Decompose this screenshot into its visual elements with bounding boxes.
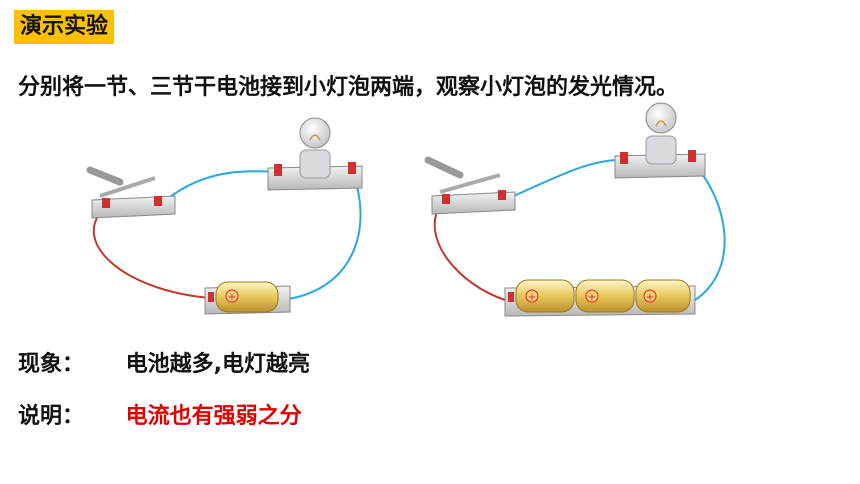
svg-text:+: + xyxy=(588,292,596,303)
phenomenon-value: 电池越多,电灯越亮 xyxy=(125,352,311,377)
red-wire xyxy=(92,207,211,299)
bulb-holder xyxy=(614,102,706,179)
blue-wire xyxy=(281,171,362,301)
knife-switch xyxy=(424,156,516,215)
bulb-holder xyxy=(267,117,363,191)
red-wire xyxy=(433,204,506,301)
experiment-tag: 演示实验 xyxy=(14,10,115,44)
svg-text:+: + xyxy=(528,292,536,303)
svg-text:+: + xyxy=(228,292,236,303)
blue-wire xyxy=(504,159,621,201)
light-bulb xyxy=(299,117,331,149)
blue-wire xyxy=(159,170,276,206)
single-battery: + xyxy=(204,281,291,315)
explanation-row: 说明： 电流也有强弱之分 xyxy=(18,402,302,432)
circuit-one-battery: + xyxy=(86,117,363,315)
explanation-value: 电流也有强弱之分 xyxy=(125,404,302,429)
circuit-three-batteries: + + + xyxy=(424,102,726,317)
explanation-label: 说明： xyxy=(18,404,85,429)
instruction-text: 分别将一节、三节干电池接到小灯泡两端，观察小灯泡的发光情况。 xyxy=(18,75,679,100)
knife-switch xyxy=(86,166,176,219)
phenomenon-label: 现象： xyxy=(18,352,85,377)
blue-wire xyxy=(689,159,726,301)
three-batteries: + + + xyxy=(504,279,696,317)
svg-text:+: + xyxy=(646,292,654,303)
light-bulb xyxy=(645,102,677,134)
phenomenon-row: 现象： 电池越多,电灯越亮 xyxy=(18,350,310,380)
